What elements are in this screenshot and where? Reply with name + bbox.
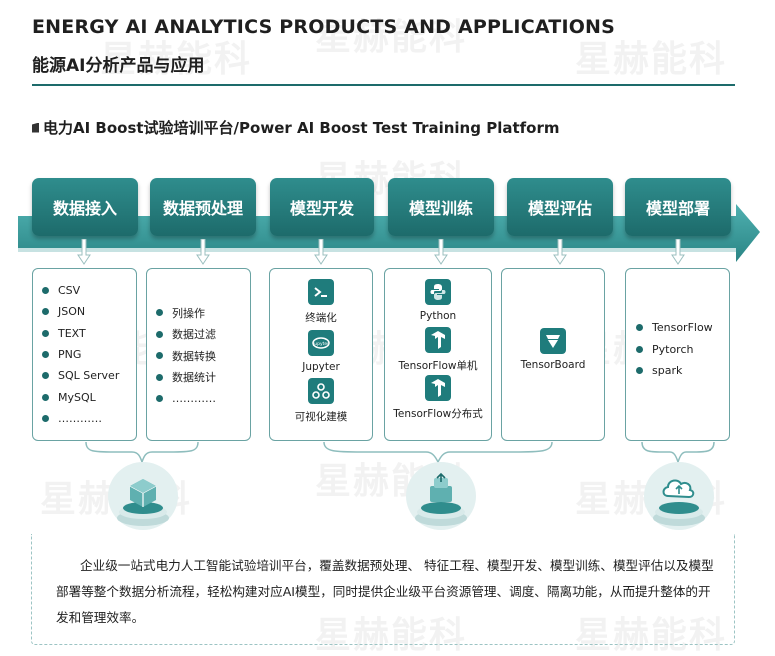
- jupyter-icon: jupyter: [308, 330, 334, 356]
- down-arrow-icon: [434, 239, 448, 265]
- bullet-icon: [42, 329, 49, 337]
- stage-model-train[interactable]: 模型训练: [388, 178, 494, 236]
- bullet-icon: [636, 345, 643, 353]
- ingest-list: CSV JSON TEXT PNG SQL Server MySQL …………: [42, 280, 119, 429]
- tool-python[interactable]: Python: [394, 279, 482, 322]
- bullet-icon: [156, 352, 163, 360]
- stage-model-evaluate[interactable]: 模型评估: [507, 178, 613, 236]
- list-item: SQL Server: [42, 365, 119, 386]
- tool-tensorboard[interactable]: TensorBoard: [511, 328, 595, 371]
- bullet-icon: [42, 308, 49, 316]
- column-model-deploy: [625, 268, 730, 441]
- bullet-icon: [636, 324, 643, 332]
- down-arrow-icon: [553, 239, 567, 265]
- tool-tensorflow-distributed[interactable]: TensorFlow分布式: [390, 375, 486, 421]
- stage-model-deploy[interactable]: 模型部署: [625, 178, 731, 236]
- tensorflow-icon: [425, 375, 451, 401]
- visual-modeling-icon: [308, 378, 334, 404]
- bullet-icon: [42, 351, 49, 359]
- column-model-evaluate: [501, 268, 605, 441]
- list-item: spark: [636, 360, 713, 382]
- bullet-icon: [42, 414, 49, 422]
- bullet-icon: [42, 372, 49, 380]
- list-item: …………: [42, 408, 119, 429]
- heading-marker-icon: [32, 122, 39, 133]
- column-data-ingest: [32, 268, 137, 441]
- tool-terminal[interactable]: 终端化: [281, 279, 361, 325]
- list-item: 数据统计: [156, 367, 216, 389]
- tool-tensorflow-single[interactable]: TensorFlow单机: [394, 327, 482, 373]
- bullet-icon: [42, 393, 49, 401]
- brace-connector: [641, 441, 715, 464]
- title-divider: [32, 84, 735, 86]
- list-item: …………: [156, 388, 216, 410]
- list-item: PNG: [42, 344, 119, 365]
- page-title-en: ENERGY AI ANALYTICS PRODUCTS AND APPLICA…: [32, 16, 616, 38]
- column-data-preprocess: [146, 268, 251, 441]
- list-item: Pytorch: [636, 339, 713, 361]
- stage-model-develop[interactable]: 模型开发: [270, 178, 374, 236]
- python-icon: [425, 279, 451, 305]
- platform-heading: 电力AI Boost试验培训平台/Power AI Boost Test Tra…: [32, 117, 559, 138]
- platform-title: 电力AI Boost试验培训平台/Power AI Boost Test Tra…: [43, 119, 560, 137]
- bullet-icon: [42, 287, 49, 295]
- bullet-icon: [156, 330, 163, 338]
- description-panel: [31, 534, 735, 645]
- cloud-server-icon: [406, 462, 476, 530]
- brace-connector: [85, 441, 199, 464]
- bullet-icon: [156, 395, 163, 403]
- list-item: TensorFlow: [636, 317, 713, 339]
- brace-connector: [323, 441, 553, 464]
- list-item: 数据过滤: [156, 324, 216, 346]
- stage-data-ingest[interactable]: 数据接入: [32, 178, 138, 236]
- down-arrow-icon: [196, 239, 210, 265]
- list-item: JSON: [42, 301, 119, 322]
- down-arrow-icon: [77, 239, 91, 265]
- database-cube-icon: [108, 462, 178, 530]
- list-item: 数据转换: [156, 345, 216, 367]
- tool-jupyter[interactable]: jupyter Jupyter: [281, 330, 361, 373]
- down-arrow-icon: [314, 239, 328, 265]
- bullet-icon: [156, 373, 163, 381]
- list-item: CSV: [42, 280, 119, 301]
- tensorflow-icon: [425, 327, 451, 353]
- tool-visual-modeling[interactable]: 可视化建模: [281, 378, 361, 424]
- list-item: TEXT: [42, 323, 119, 344]
- description-text: 企业级一站式电力人工智能试验培训平台，覆盖数据预处理、 特征工程、模型开发、模型…: [56, 558, 714, 625]
- tensorboard-icon: [540, 328, 566, 354]
- cloud-upload-icon: [644, 462, 714, 530]
- terminal-icon: [308, 279, 334, 305]
- list-item: 列操作: [156, 302, 216, 324]
- svg-text:jupyter: jupyter: [312, 341, 329, 347]
- deploy-list: TensorFlow Pytorch spark: [636, 317, 713, 382]
- page-title-cn: 能源AI分析产品与应用: [32, 56, 205, 76]
- bullet-icon: [156, 309, 163, 317]
- bullet-icon: [636, 367, 643, 375]
- preprocess-list: 列操作 数据过滤 数据转换 数据统计 …………: [156, 302, 216, 410]
- stage-data-preprocess[interactable]: 数据预处理: [150, 178, 256, 236]
- list-item: MySQL: [42, 386, 119, 407]
- down-arrow-icon: [671, 239, 685, 265]
